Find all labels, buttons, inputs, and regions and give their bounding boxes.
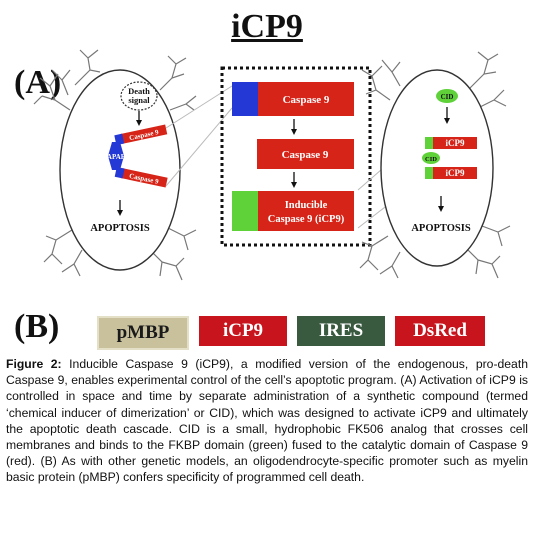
center-box3-line2: Caspase 9 (iCP9) bbox=[268, 214, 345, 225]
right-cell-processes bbox=[359, 51, 511, 279]
death-signal-line2: signal bbox=[128, 95, 150, 105]
apaf-shape bbox=[108, 142, 124, 170]
center-box3-line1: Inducible bbox=[285, 200, 328, 211]
right-icp9-bottom-label: iCP9 bbox=[446, 168, 465, 178]
center-box2-label: Caspase 9 bbox=[282, 149, 329, 161]
right-cid-top-label: CID bbox=[441, 93, 454, 101]
center-box1-blue bbox=[232, 82, 258, 116]
center-box3-red bbox=[258, 191, 354, 231]
right-cell: CID iCP9 CID iCP9 APOPTOSIS bbox=[359, 51, 511, 279]
legend-ires: IRES bbox=[297, 316, 385, 346]
center-box2 bbox=[257, 139, 354, 169]
left-apoptosis-label: APOPTOSIS bbox=[90, 223, 149, 234]
center-box3-green bbox=[232, 191, 258, 231]
center-panel: Caspase 9 Caspase 9 Inducible Caspase 9 … bbox=[220, 66, 372, 247]
death-signal-line1: Death bbox=[128, 86, 150, 96]
panel-a-diagram: Death signal Caspase 9 APAF Caspase 9 AP… bbox=[33, 49, 511, 281]
figure-caption: Figure 2: Inducible Caspase 9 (iCP9), a … bbox=[6, 356, 528, 486]
legend-dsred: DsRed bbox=[395, 316, 485, 346]
right-apoptosis-label: APOPTOSIS bbox=[411, 223, 470, 234]
legend-pmbp: pMBP bbox=[97, 316, 189, 350]
dotted-frame bbox=[220, 66, 372, 247]
left-cell: Death signal Caspase 9 APAF Caspase 9 AP… bbox=[33, 49, 197, 281]
right-cid-mid bbox=[422, 152, 440, 164]
right-cid-top bbox=[436, 89, 458, 103]
center-box1-label: Caspase 9 bbox=[283, 94, 330, 106]
right-cid-mid-label: CID bbox=[425, 156, 437, 163]
caption-text: Inducible Caspase 9 (iCP9), a modified v… bbox=[6, 357, 528, 485]
death-signal-bubble bbox=[120, 81, 158, 111]
apaf-label: APAF bbox=[107, 153, 125, 161]
right-icp9-top-label: iCP9 bbox=[446, 138, 465, 148]
figure-title: iCP9 bbox=[231, 8, 303, 45]
legend-icp9: iCP9 bbox=[199, 316, 287, 346]
caption-label: Figure 2: bbox=[6, 357, 62, 371]
panel-b-label: (B) bbox=[14, 308, 60, 345]
center-box1-red bbox=[258, 82, 354, 116]
left-cell-processes bbox=[33, 49, 197, 281]
